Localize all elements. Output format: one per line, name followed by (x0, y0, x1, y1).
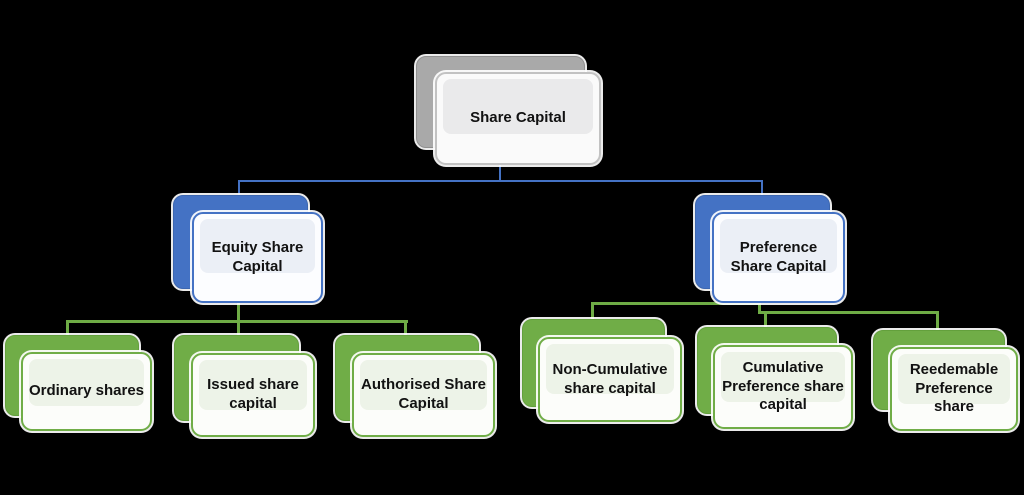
node-equity-label: Equity Share Capital (211, 238, 304, 275)
connector-equity-drop (238, 180, 240, 197)
node-non-cumulative-share-capital: Non-Cumulative share capital (538, 337, 682, 422)
node-redeemable-preference-share: Reedemable Preference share (890, 347, 1018, 431)
connector-redeemable-horizontal (758, 311, 939, 314)
node-cumulative-label: Cumulative Preference share capital (722, 358, 844, 414)
node-preference-label: Preference Share Capital (730, 238, 827, 275)
node-authorised-label: Authorised Share Capital (360, 376, 487, 412)
connector-noncumulative-drop (591, 302, 594, 321)
node-share-capital: Share Capital (435, 72, 601, 165)
node-share-capital-label: Share Capital (470, 109, 566, 127)
node-cumulative-preference-share-capital: Cumulative Preference share capital (713, 345, 853, 429)
connector-level1-horizontal (238, 180, 763, 182)
node-issued-share-capital: Issued share capital (191, 353, 315, 437)
node-issued-label: Issued share capital (207, 376, 299, 412)
node-redeemable-label: Reedemable Preference share (909, 360, 999, 416)
connector-authorised-drop (404, 320, 407, 337)
connector-ordinary-drop (66, 320, 69, 337)
connector-preference-drop (761, 180, 763, 197)
connector-redeemable-drop (936, 311, 939, 332)
connector-issued-drop (237, 320, 240, 337)
node-equity-share-capital: Equity Share Capital (192, 212, 323, 303)
connector-cumulative-drop (764, 311, 767, 329)
node-ordinary-label: Ordinary shares (28, 382, 145, 400)
node-ordinary-shares: Ordinary shares (21, 352, 152, 431)
node-authorised-share-capital: Authorised Share Capital (352, 353, 495, 437)
connector-preference-stem (758, 296, 761, 314)
connector-equity-stem (237, 296, 240, 322)
connector-noncumulative-horizontal (591, 302, 761, 305)
node-preference-share-capital: Preference Share Capital (712, 212, 845, 303)
connector-root-stem (499, 150, 501, 182)
node-noncumulative-label: Non-Cumulative share capital (552, 360, 668, 397)
